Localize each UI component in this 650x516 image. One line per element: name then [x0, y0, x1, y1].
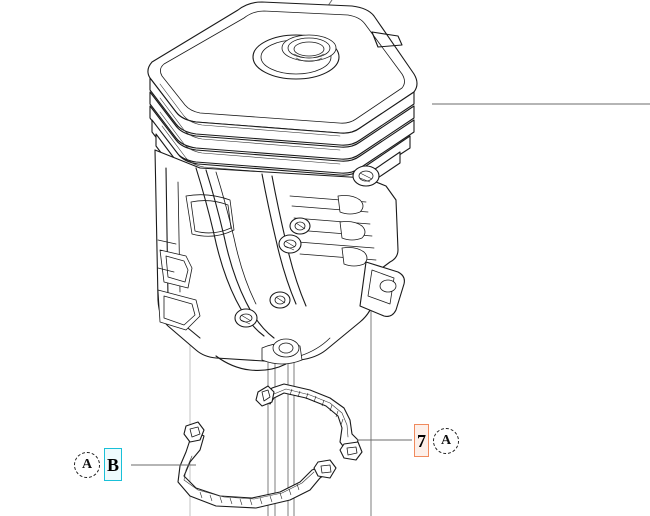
bolt-boss-lower-left	[234, 308, 258, 328]
bent-wire-bracket-7	[255, 383, 363, 461]
part-label-b[interactable]: B	[104, 448, 123, 481]
callout-b[interactable]: A B	[74, 448, 123, 481]
bolt-boss-lower-mid	[269, 291, 291, 309]
bent-wire-bracket-B	[177, 421, 337, 509]
bolt-boss-upper-right	[352, 165, 380, 187]
circle-marker-a-right[interactable]: A	[433, 427, 459, 454]
bolt-boss-upper-mid	[289, 217, 311, 235]
bolt-boss-mid	[278, 234, 302, 254]
circle-marker-a-left[interactable]: A	[74, 451, 100, 478]
cylinder-head-cover	[147, 1, 418, 134]
callout-leader-lines	[131, 439, 412, 466]
part-label-7[interactable]: 7	[414, 424, 429, 457]
crankcase-body	[154, 149, 405, 371]
callout-7[interactable]: 7 A	[414, 424, 459, 457]
